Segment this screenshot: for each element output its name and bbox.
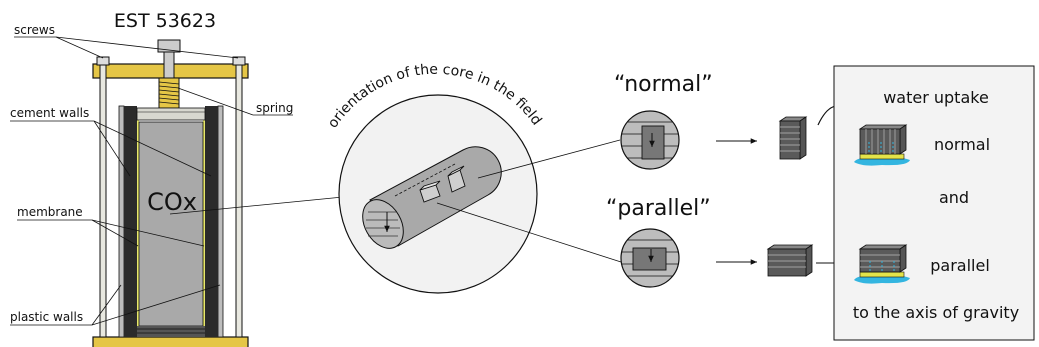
parallel-sample-rect [632,247,667,271]
water-uptake-box: water uptake normal and parallel to the … [833,65,1035,341]
link-core-normal [477,139,621,179]
box-footer: to the axis of gravity [853,303,1019,322]
parallel-cube [766,244,814,277]
box-normal-label: normal [934,135,990,154]
center-screw-shaft [163,51,175,81]
core-circle-group: orientation of the core in the field [325,62,622,294]
cement-wall-left [124,106,137,337]
box-parallel-label: parallel [930,256,990,275]
link-core-parallel [436,202,622,263]
spring [158,77,180,109]
cox-label: COx [147,188,197,216]
parallel-uptake-sample [854,244,910,284]
apparatus: EST 53623 COx screws spring cement walls… [10,10,344,347]
bottom-plate [92,336,249,347]
box-title: water uptake [883,88,989,107]
right-rod [235,59,243,338]
label-membrane: membrane [17,205,83,219]
link-sample-core [169,196,344,215]
left-rod [99,59,107,338]
normal-title: “normal” [614,72,713,97]
label-cement-walls: cement walls [10,106,89,120]
cement-wall-right [205,106,218,337]
label-spring: spring [256,101,293,115]
normal-orientation: “normal” [614,72,808,170]
cox-sample [138,121,204,327]
plastic-wall-right [217,105,224,338]
bottom-piston [137,326,205,337]
normal-cube [778,116,808,160]
apparatus-title: EST 53623 [114,10,216,32]
normal-uptake-sample [854,124,910,166]
normal-sample-rect [641,125,665,160]
left-screw [96,56,110,66]
parallel-title: “parallel” [606,196,711,221]
box-and-label: and [939,188,969,207]
plastic-wall-left [118,105,125,338]
label-plastic-walls: plastic walls [10,310,83,324]
right-screw [232,56,246,66]
parallel-orientation: “parallel” [606,196,850,288]
label-screws: screws [14,23,55,37]
top-piston [136,107,206,121]
